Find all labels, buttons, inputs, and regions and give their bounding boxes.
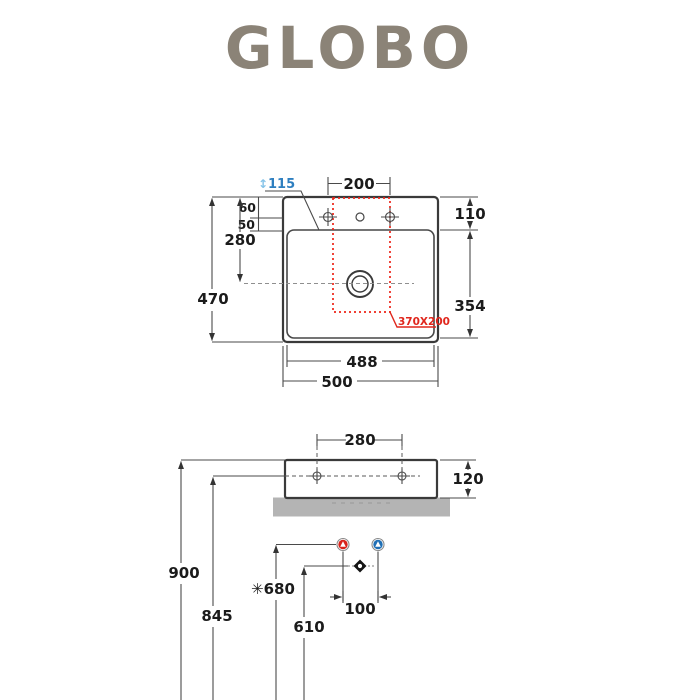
siphon-height-label: ↕ 115 [258,177,320,231]
overflow-hole-icon [355,212,365,222]
dim-280: 280 [224,198,256,282]
dim-470-label: 470 [197,290,228,308]
dim-680: ✳680 [251,543,336,700]
dim-470: 470 [197,198,229,341]
dim-845: 845 [201,477,233,700]
dim-50-label: 50 [238,217,256,232]
dim-280-front-label: 280 [344,431,375,449]
front-view: 280 120 [181,431,484,517]
updown-arrow-icon: ↕ [258,177,268,191]
dim-900-label: 900 [168,564,199,582]
dim-100-label: 100 [344,600,375,618]
globo-logo: GLOBO [224,14,476,82]
dim-500: 500 [282,346,439,391]
extension-lines-right [440,196,478,339]
dim-610: 610 [293,565,349,700]
dim-900: 900 [168,461,200,700]
dim-110-label: 110 [454,205,485,223]
dim-488-label: 488 [346,353,377,371]
basin-front-outline [283,458,439,500]
faucet-hole-icon [309,468,325,484]
dim-354-label: 354 [454,297,485,315]
hot-water-icon [336,537,350,552]
extension-lines-left [212,196,283,343]
dim-500-label: 500 [321,373,352,391]
dim-120: 120 [440,459,484,499]
faucet-hole-icon [381,208,399,226]
plan-view: 370X200 200 [197,175,485,391]
drain-icon [348,559,374,573]
cold-water-icon [371,537,385,552]
recess-dotted-outline [332,197,391,313]
dim-280-front: 280 [316,431,403,469]
dim-680-label: ✳680 [251,580,295,598]
dim-110: 110 [454,198,486,229]
faucet-hole-icon [319,208,337,226]
dim-354: 354 [454,231,486,337]
dim-610-label: 610 [293,618,324,636]
dim-280-label: 280 [224,231,255,249]
recess-leader-line [389,311,436,328]
dim-120-label: 120 [452,470,483,488]
recess-size-label: 370X200 [398,316,450,328]
installation-dims: 900 845 ✳680 610 [168,461,391,700]
dim-200-label: 200 [343,175,374,193]
counter-slab [273,497,450,517]
dim-488: 488 [286,345,435,371]
dim-200: 200 [327,175,391,195]
dim-845-label: 845 [201,607,232,625]
dim-100: 100 [330,551,391,618]
dim-60-label: 60 [239,200,257,215]
siphon-value-label: 115 [268,177,295,192]
siphon-leader-line [265,190,320,231]
faucet-hole-icon [394,468,410,484]
